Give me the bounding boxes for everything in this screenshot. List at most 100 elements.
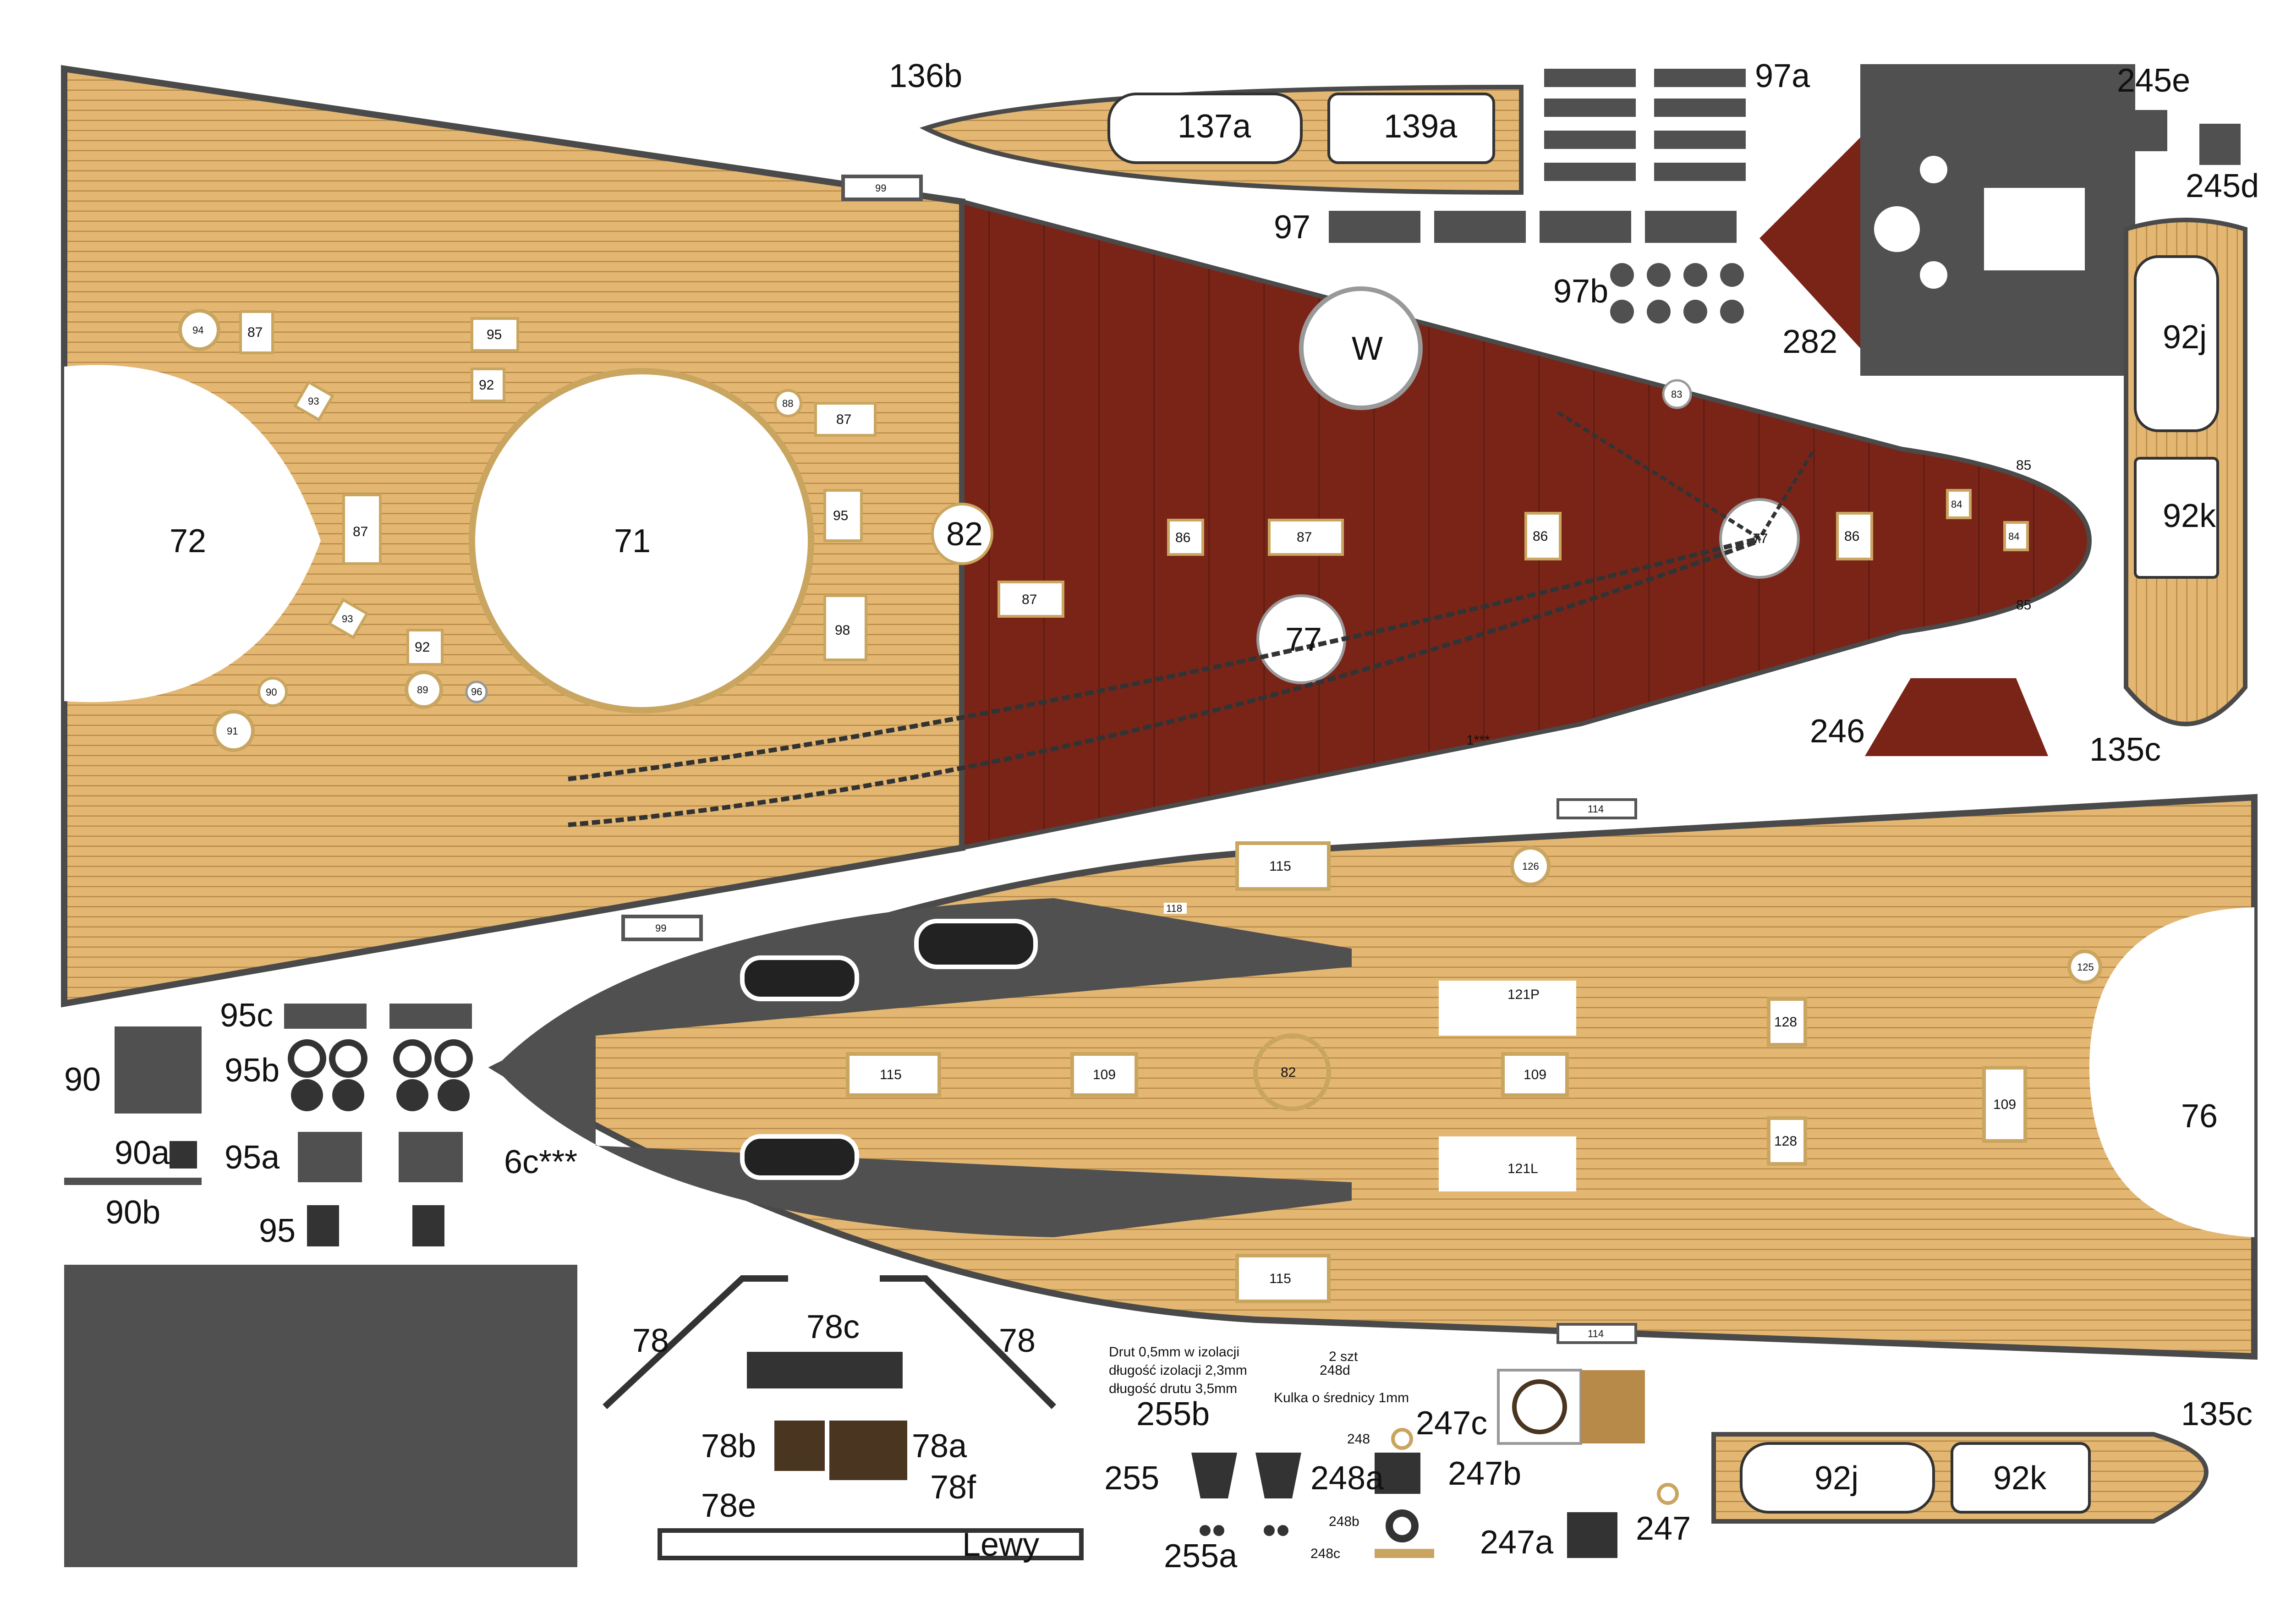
part-282: 282: [1759, 64, 2135, 376]
cutout-72: [64, 365, 321, 702]
svg-text:88: 88: [782, 398, 793, 409]
grey-block: [64, 1265, 577, 1567]
svg-text:91: 91: [227, 725, 238, 737]
svg-text:121L: 121L: [1507, 1161, 1538, 1176]
fitting-99-a: 99: [841, 175, 923, 201]
svg-text:87: 87: [353, 524, 368, 539]
svg-text:118: 118: [1166, 903, 1182, 914]
fitting-91: 91: [213, 710, 255, 752]
fitting-89: 89: [405, 670, 443, 709]
svg-text:115: 115: [880, 1067, 902, 1082]
fitting-87-a: 87: [239, 310, 274, 354]
svg-text:248b: 248b: [1329, 1514, 1359, 1529]
svg-text:282: 282: [1782, 324, 1837, 360]
svg-text:95: 95: [487, 327, 502, 342]
svg-text:137a: 137a: [1178, 108, 1251, 145]
svg-text:96: 96: [471, 686, 482, 697]
anchor-chain-1: [568, 536, 1760, 781]
svg-text:97a: 97a: [1755, 58, 1810, 94]
svg-text:2 szt: 2 szt: [1329, 1349, 1358, 1364]
fitting-125: 125: [2067, 949, 2102, 984]
svg-text:78e: 78e: [701, 1487, 756, 1524]
fitting-83: 83: [1662, 379, 1692, 409]
svg-text:97: 97: [1274, 209, 1310, 246]
fitting-95-b: 95: [823, 489, 863, 542]
svg-text:Kulka o średnicy 1mm: Kulka o średnicy 1mm: [1274, 1390, 1409, 1405]
svg-text:95c: 95c: [220, 997, 273, 1034]
svg-text:90a: 90a: [115, 1135, 170, 1171]
svg-text:90b: 90b: [105, 1194, 160, 1231]
svg-text:99: 99: [655, 922, 666, 934]
fitting-109-c: 109: [1982, 1066, 2027, 1143]
svg-text:78b: 78b: [701, 1428, 756, 1465]
fitting-115-c: 115: [1235, 1254, 1331, 1303]
svg-text:78: 78: [632, 1322, 669, 1359]
svg-text:93: 93: [342, 613, 353, 625]
svg-text:121P: 121P: [1507, 987, 1540, 1002]
parts-90-series: 90 90a 90b: [64, 1026, 202, 1231]
svg-text:247c: 247c: [1416, 1405, 1487, 1442]
svg-text:78a: 78a: [912, 1428, 967, 1465]
svg-text:87: 87: [1297, 530, 1312, 545]
fitting-92-a: 92: [471, 368, 505, 402]
fitting-114-b: 114: [1557, 1323, 1637, 1344]
svg-text:92k: 92k: [2163, 498, 2216, 534]
label-77-a: 77: [1285, 621, 1322, 658]
fitting-87-d: 87: [1268, 519, 1344, 556]
boat-135c-top: 92j 92k 135c: [2089, 218, 2247, 768]
svg-text:255b: 255b: [1136, 1396, 1210, 1432]
parts-245: 245e 245d: [2117, 62, 2259, 204]
cutout-W: [1299, 286, 1423, 410]
anchor-chain-3: [1557, 411, 1816, 541]
cutout-121L: [1439, 1136, 1576, 1191]
svg-text:86: 86: [1533, 529, 1548, 544]
svg-text:109: 109: [1093, 1067, 1116, 1082]
fitting-88: 88: [774, 389, 802, 417]
svg-text:248: 248: [1347, 1432, 1370, 1447]
fitting-87-b: 87: [342, 494, 382, 565]
svg-text:99: 99: [875, 182, 886, 194]
fitting-87-e: 87: [998, 581, 1064, 618]
fitting-90: 90: [258, 677, 288, 707]
label-85-b: 85: [2016, 598, 2031, 613]
svg-text:109: 109: [1993, 1097, 2016, 1112]
ring-82: [931, 503, 993, 565]
fitting-109-a: 109: [1070, 1052, 1138, 1097]
parts-95-series: 95c 95b 95a 95: [220, 997, 473, 1249]
fitting-84-a: 84: [1946, 489, 1972, 519]
svg-text:83: 83: [1671, 389, 1682, 400]
anchor-chain-2: [568, 538, 1760, 827]
svg-text:6c***: 6c***: [504, 1144, 577, 1180]
svg-text:86: 86: [1844, 529, 1859, 544]
svg-text:89: 89: [417, 684, 428, 696]
fitting-86-c: 86: [1836, 512, 1873, 560]
boat-136b: 137a 139a 136b: [889, 58, 1524, 195]
fitting-93-a: 93: [293, 380, 335, 422]
fitting-118: 118: [1164, 903, 1187, 914]
svg-text:84: 84: [2008, 531, 2019, 542]
svg-text:90: 90: [64, 1061, 101, 1098]
svg-text:92: 92: [479, 378, 494, 393]
svg-text:247b: 247b: [1448, 1455, 1521, 1492]
svg-text:255a: 255a: [1164, 1538, 1238, 1575]
fitting-98: 98: [823, 594, 867, 661]
svg-text:135c: 135c: [2181, 1396, 2253, 1432]
svg-text:76: 76: [2181, 1098, 2218, 1135]
ring-82-lower: [1253, 1033, 1331, 1111]
fitting-93-b: 93: [327, 598, 369, 640]
label-1-stars: 1***: [1466, 733, 1490, 748]
cutout-121P: [1439, 981, 1576, 1036]
svg-text:92k: 92k: [1993, 1460, 2047, 1497]
svg-text:92j: 92j: [2163, 319, 2207, 356]
cutout-71: [469, 368, 814, 713]
label-72: 72: [170, 523, 206, 560]
svg-text:90: 90: [266, 686, 277, 698]
parts-97: 97: [1274, 209, 1737, 246]
svg-text:125: 125: [2077, 961, 2094, 973]
svg-text:długość izolacji 2,3mm: długość izolacji 2,3mm: [1109, 1363, 1247, 1378]
svg-text:114: 114: [1588, 803, 1604, 815]
fitting-109-b: 109: [1501, 1052, 1569, 1097]
svg-text:246: 246: [1810, 713, 1865, 750]
svg-text:86: 86: [1175, 530, 1190, 545]
